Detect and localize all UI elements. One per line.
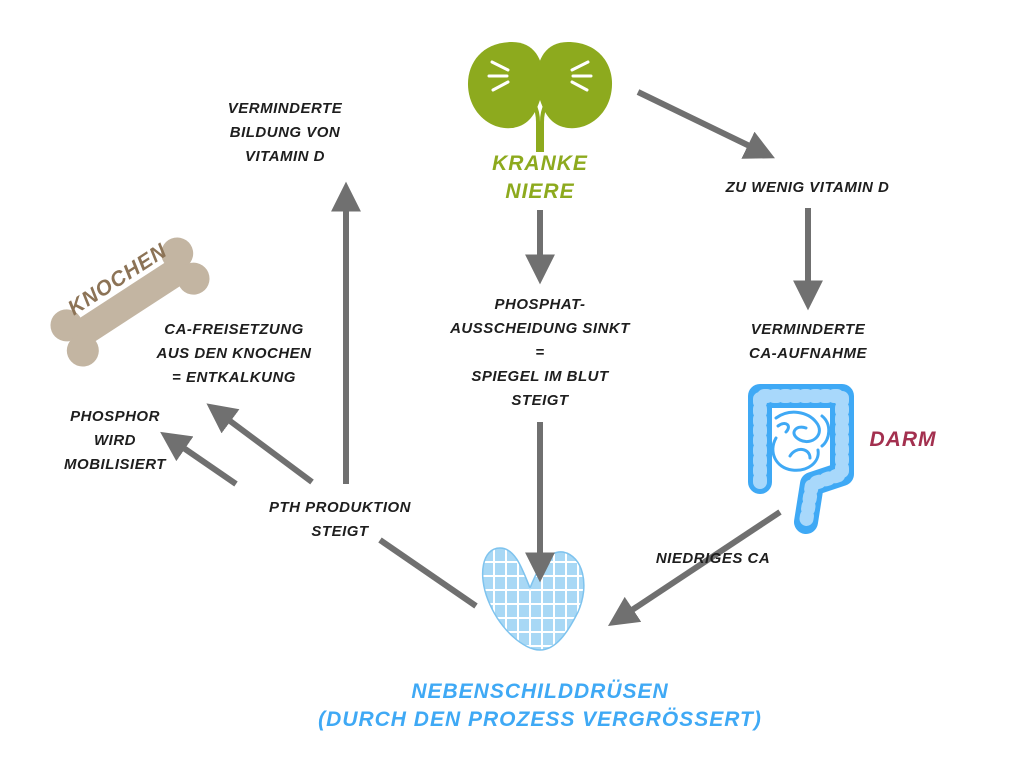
arrows [160,89,823,626]
intestine-label: DARM [869,428,937,451]
calcium-release-label: CA-FREISETZUNG AUS DEN KNOCHEN = ENTKALK… [156,321,312,386]
arrow-niere-to-vitamin-d [636,89,775,159]
pth-production-label: PTH PRODUKTION STEIGT [269,499,411,540]
diseased-kidney-label: KRANKE NIERE [492,152,588,203]
phosphate-excretion-label: PHOSPHAT- AUSSCHEIDUNG SINKT = SPIEGEL I… [450,296,630,409]
kidney-icon [467,42,613,152]
parathyroid-icon [481,547,585,651]
arrow-nebenschilddruesen-to-pth [378,537,478,609]
arrow-darm-to-nebenschilddruesen [607,509,782,626]
vitamin-d-deficiency-label: ZU WENIG VITAMIN D [725,179,890,196]
arrow-pth-to-ca-freisetzung [206,403,314,485]
arrow-pth-to-phosphor [160,431,238,487]
low-calcium-label: NIEDRIGES CA [655,550,771,567]
calcium-absorption-label: VERMINDERTE CA-AUFNAHME [749,321,867,362]
phosphorus-mobilized-label: PHOSPHOR WIRD MOBILISIERT [64,408,166,473]
intestine-icon [748,384,854,534]
parathyroid-label: NEBENSCHILDDRÜSEN (DURCH DEN PROZESS VER… [318,680,762,731]
vitamin-d-formation-label: VERMINDERTE BILDUNG VON VITAMIN D [227,100,343,165]
bone-icon [50,237,210,367]
